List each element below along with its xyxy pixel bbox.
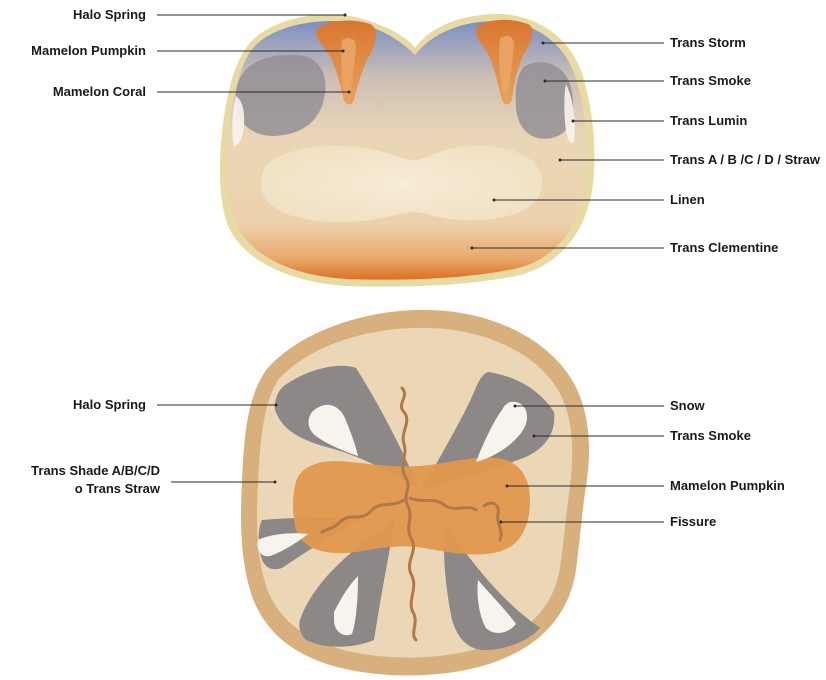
label-top-trans-storm: Trans Storm	[670, 35, 746, 50]
label-top-trans-smoke: Trans Smoke	[670, 73, 751, 88]
label-top-trans-abcd-straw: Trans A / B /C / D / Straw	[670, 152, 821, 167]
label-bottom-snow: Snow	[670, 398, 706, 413]
label-top-trans-lumin: Trans Lumin	[670, 113, 747, 128]
label-bottom-mamelon-pumpkin: Mamelon Pumpkin	[670, 478, 785, 493]
bottom-tooth	[241, 310, 589, 676]
top-tooth	[220, 14, 595, 287]
label-bottom-fissure: Fissure	[670, 514, 716, 529]
label-bottom-trans-shade-line2: o Trans Straw	[75, 481, 161, 496]
label-bottom-halo-spring: Halo Spring	[73, 397, 146, 412]
label-bottom-trans-shade-line1: Trans Shade A/B/C/D	[31, 463, 160, 478]
label-bottom-trans-smoke: Trans Smoke	[670, 428, 751, 443]
label-top-mamelon-pumpkin: Mamelon Pumpkin	[31, 43, 146, 58]
label-top-trans-clementine: Trans Clementine	[670, 240, 778, 255]
label-top-halo-spring: Halo Spring	[73, 7, 146, 22]
label-top-linen: Linen	[670, 192, 705, 207]
label-top-mamelon-coral: Mamelon Coral	[53, 84, 146, 99]
